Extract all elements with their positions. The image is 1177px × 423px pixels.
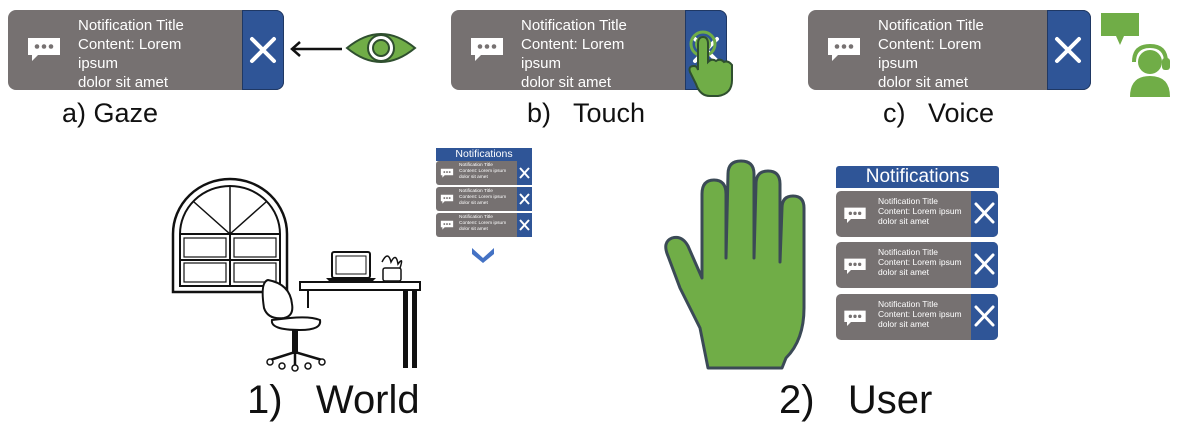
chat-bubble-icon (844, 258, 866, 274)
notification-content: dolor sit amet (459, 227, 488, 232)
notification-content: dolor sit amet (878, 74, 969, 91)
chat-bubble-icon (471, 38, 503, 61)
touch-caption: b) Touch (527, 98, 646, 128)
window-illustration (171, 177, 289, 294)
close-button[interactable] (517, 187, 532, 211)
chat-bubble-icon (828, 38, 860, 61)
voice-caption: c) Voice (883, 98, 995, 128)
world-notification-item: Notification Title Content: Lorem ipsum … (436, 161, 532, 185)
notification-content: dolor sit amet (521, 74, 612, 91)
notification-title: Notification Title (878, 196, 938, 206)
world-notification-item: Notification Title Content: Lorem ipsum … (436, 213, 532, 237)
user-caption: 2) User (779, 378, 933, 422)
close-icon (974, 202, 995, 224)
notification-content: ipsum (878, 55, 919, 72)
chat-bubble-icon (440, 220, 454, 230)
world-notification-item: Notification Title Content: Lorem ipsum … (436, 187, 532, 211)
notification-content: dolor sit amet (878, 267, 930, 277)
notification-content: dolor sit amet (78, 74, 169, 91)
notification-content: Content: Lorem ipsum (878, 206, 962, 216)
user-notification-item: Notification Title Content: Lorem ipsum … (836, 242, 998, 288)
close-button[interactable] (242, 10, 284, 90)
notification-content: Content: Lorem ipsum (878, 257, 962, 267)
arrow-left-icon (290, 41, 342, 57)
speech-bubble-icon (1101, 13, 1139, 45)
notification-content: Content: Lorem ipsum (459, 221, 507, 226)
notification-content: Content: Lorem (78, 36, 182, 53)
notification-title: Notification Title (878, 299, 938, 309)
close-button[interactable] (971, 242, 998, 288)
close-button[interactable] (1047, 10, 1091, 90)
notification-content: ipsum (521, 55, 562, 72)
notification-title: Notification Title (78, 17, 184, 34)
notification-title: Notification Title (521, 17, 627, 34)
close-button[interactable] (971, 191, 998, 237)
notification-title: Notification Title (459, 215, 493, 220)
notification-title: Notification Title (878, 247, 938, 257)
notification-content: dolor sit amet (878, 216, 930, 226)
gaze-notification-card: Notification Title Content: Lorem ipsum … (8, 10, 284, 91)
notification-content: Content: Lorem ipsum (459, 169, 507, 174)
world-notifications-header: Notifications (436, 148, 532, 161)
notification-content: dolor sit amet (878, 319, 930, 329)
notification-title: Notification Title (459, 163, 493, 168)
gaze-caption: a) Gaze (62, 98, 159, 128)
headset-user-icon (1130, 43, 1170, 97)
notification-content: dolor sit amet (459, 175, 488, 180)
chat-bubble-icon (28, 38, 60, 61)
close-button[interactable] (517, 213, 532, 237)
eye-icon (345, 33, 417, 63)
user-notifications-header: Notifications (836, 166, 999, 188)
notification-content: Content: Lorem ipsum (459, 195, 507, 200)
voice-notification-card: Notification Title Content: Lorem ipsum … (808, 10, 1091, 91)
chat-bubble-icon (844, 207, 866, 223)
close-icon (519, 193, 530, 205)
chat-bubble-icon (844, 310, 866, 326)
pointing-hand-icon (688, 30, 733, 97)
close-button[interactable] (971, 294, 998, 340)
notification-title: Notification Title (459, 189, 493, 194)
world-caption: 1) World (247, 378, 420, 422)
notification-content: ipsum (78, 55, 119, 72)
close-button[interactable] (517, 161, 532, 185)
close-icon (250, 37, 276, 63)
notification-title: Notification Title (878, 17, 984, 34)
notification-content: Content: Lorem (521, 36, 625, 53)
chat-bubble-icon (440, 168, 454, 178)
notification-content: Content: Lorem (878, 36, 982, 53)
chat-bubble-icon (440, 194, 454, 204)
user-notification-item: Notification Title Content: Lorem ipsum … (836, 294, 998, 340)
close-icon (519, 219, 530, 231)
notification-content: Content: Lorem ipsum (878, 309, 962, 319)
close-icon (974, 305, 995, 327)
close-icon (519, 167, 530, 179)
open-hand-icon (664, 159, 806, 370)
notification-content: dolor sit amet (459, 201, 488, 206)
chevron-down-icon[interactable] (471, 246, 495, 264)
close-icon (974, 253, 995, 275)
desk-illustration (261, 251, 421, 372)
user-notification-item: Notification Title Content: Lorem ipsum … (836, 191, 998, 237)
close-icon (1055, 37, 1081, 63)
